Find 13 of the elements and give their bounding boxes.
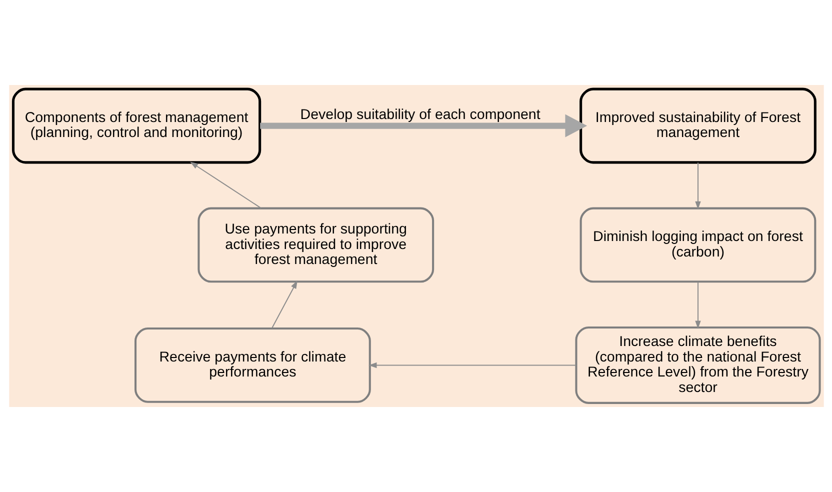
edge-label: Develop suitability of each component [300, 106, 540, 123]
node-box: Use payments for supporting activities required to improve forest management [197, 207, 434, 283]
arrow [190, 162, 261, 209]
node-box: Components of forest management (planning, control and monitoring) [11, 88, 261, 164]
node-box: Increase climate benefits (compared to the national Forest Reference Level) from the Forestry sector [574, 326, 820, 404]
node-box: Diminish logging impact on forest (carbon) [579, 207, 816, 283]
arrow [694, 282, 700, 329]
node-box: Improved sustainability of Forest management [579, 88, 816, 164]
arrow [694, 162, 700, 210]
arrow [260, 114, 587, 138]
node-box: Receive payments for climate performances [134, 328, 370, 403]
arrow [271, 280, 297, 328]
arrow [368, 362, 576, 368]
